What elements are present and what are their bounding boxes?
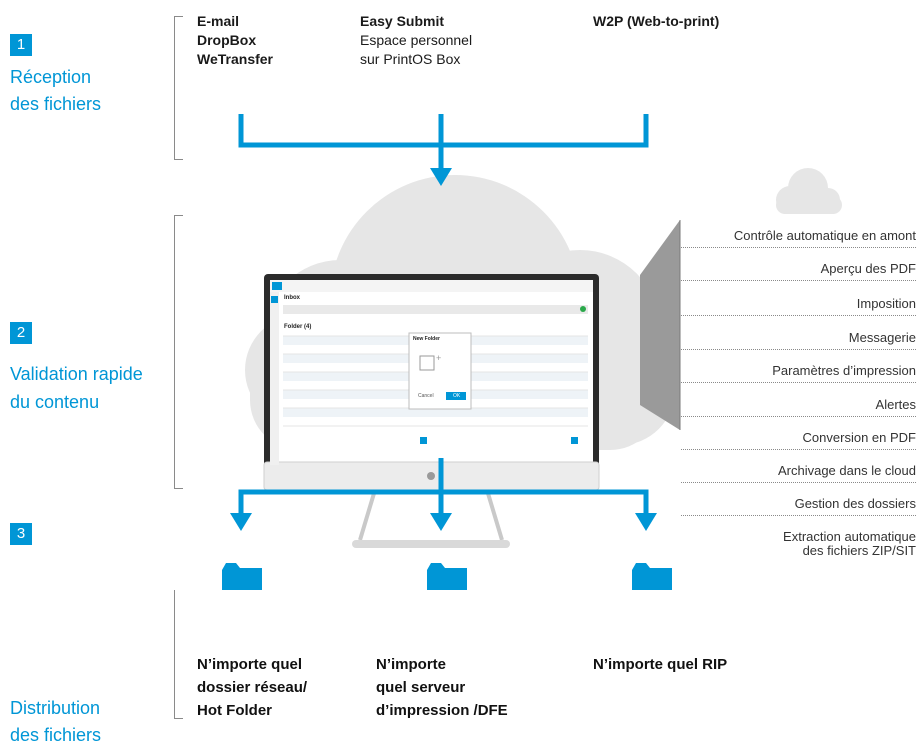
destination-rip: N’importe quel RIP bbox=[593, 656, 728, 673]
step-3-number: 3 bbox=[10, 523, 32, 545]
step-1-bracket bbox=[174, 16, 183, 160]
monitor-illustration: + bbox=[263, 274, 600, 548]
arrow-down-icon bbox=[230, 513, 252, 531]
screen-dialog-ok[interactable]: OK bbox=[453, 393, 461, 399]
feature-item: des fichiers ZIP/SIT bbox=[802, 543, 916, 558]
feature-item: Extraction automatique bbox=[783, 529, 916, 544]
destination-network-folder-line2: dossier réseau/ bbox=[197, 679, 308, 696]
feature-item: Aperçu des PDF bbox=[681, 261, 916, 281]
feature-item: Gestion des dossiers bbox=[681, 496, 916, 516]
screen-dialog-title: New Folder bbox=[413, 336, 440, 342]
feature-item: Conversion en PDF bbox=[681, 430, 916, 450]
feature-item: Archivage dans le cloud bbox=[681, 463, 916, 483]
step-2-number: 2 bbox=[10, 322, 32, 344]
feature-item: Contrôle automatique en amont bbox=[681, 228, 916, 248]
step-3-bracket bbox=[174, 590, 183, 719]
step-2-bracket bbox=[174, 215, 183, 489]
small-cloud-icon bbox=[776, 168, 842, 214]
feature-item: Messagerie bbox=[681, 330, 916, 350]
screen-dialog-cancel[interactable]: Cancel bbox=[418, 393, 434, 399]
destination-network-folder-line1: N’importe quel bbox=[197, 656, 303, 673]
source-w2p: W2P (Web-to-print) bbox=[593, 13, 720, 29]
intake-arrows bbox=[238, 114, 649, 170]
screen-folder-title: Folder (4) bbox=[284, 324, 312, 330]
folder-icon bbox=[222, 563, 672, 590]
arrow-down-icon bbox=[430, 513, 452, 531]
source-easy-submit-line2: sur PrintOS Box bbox=[360, 51, 461, 67]
distribution-arrows bbox=[238, 458, 649, 515]
destination-print-server-line1: N’importe bbox=[376, 656, 447, 673]
step-3-title-line1: Distribution bbox=[10, 698, 101, 718]
step-2-title-line1: Validation rapide bbox=[10, 364, 143, 384]
feature-item: Imposition bbox=[681, 296, 916, 316]
feature-item: Alertes bbox=[681, 397, 916, 417]
step-1-number: 1 bbox=[10, 34, 32, 56]
destination-print-server-line2: quel serveur bbox=[376, 679, 466, 696]
source-dropbox: DropBox bbox=[197, 32, 257, 48]
step-2-title-line2: du contenu bbox=[10, 392, 100, 412]
source-email: E-mail bbox=[197, 13, 240, 29]
source-easy-submit-line1: Espace personnel bbox=[360, 32, 473, 48]
source-easy-submit: Easy Submit bbox=[360, 13, 445, 29]
step-3-title-line2: des fichiers bbox=[10, 725, 102, 745]
destination-network-folder-line3: Hot Folder bbox=[197, 702, 272, 719]
step-1-title-line1: Réception bbox=[10, 67, 92, 87]
step-1-title-line2: des fichiers bbox=[10, 94, 102, 114]
arrow-down-icon bbox=[635, 513, 657, 531]
source-wetransfer: WeTransfer bbox=[197, 51, 273, 67]
arrow-down-icon bbox=[430, 168, 452, 186]
screen-app-title: Inbox bbox=[284, 295, 300, 301]
feature-item: Paramètres d’impression bbox=[681, 363, 916, 383]
svg-text:+: + bbox=[436, 353, 441, 363]
feature-panel bbox=[640, 220, 680, 430]
destination-print-server-line3: d’impression /DFE bbox=[376, 702, 508, 719]
